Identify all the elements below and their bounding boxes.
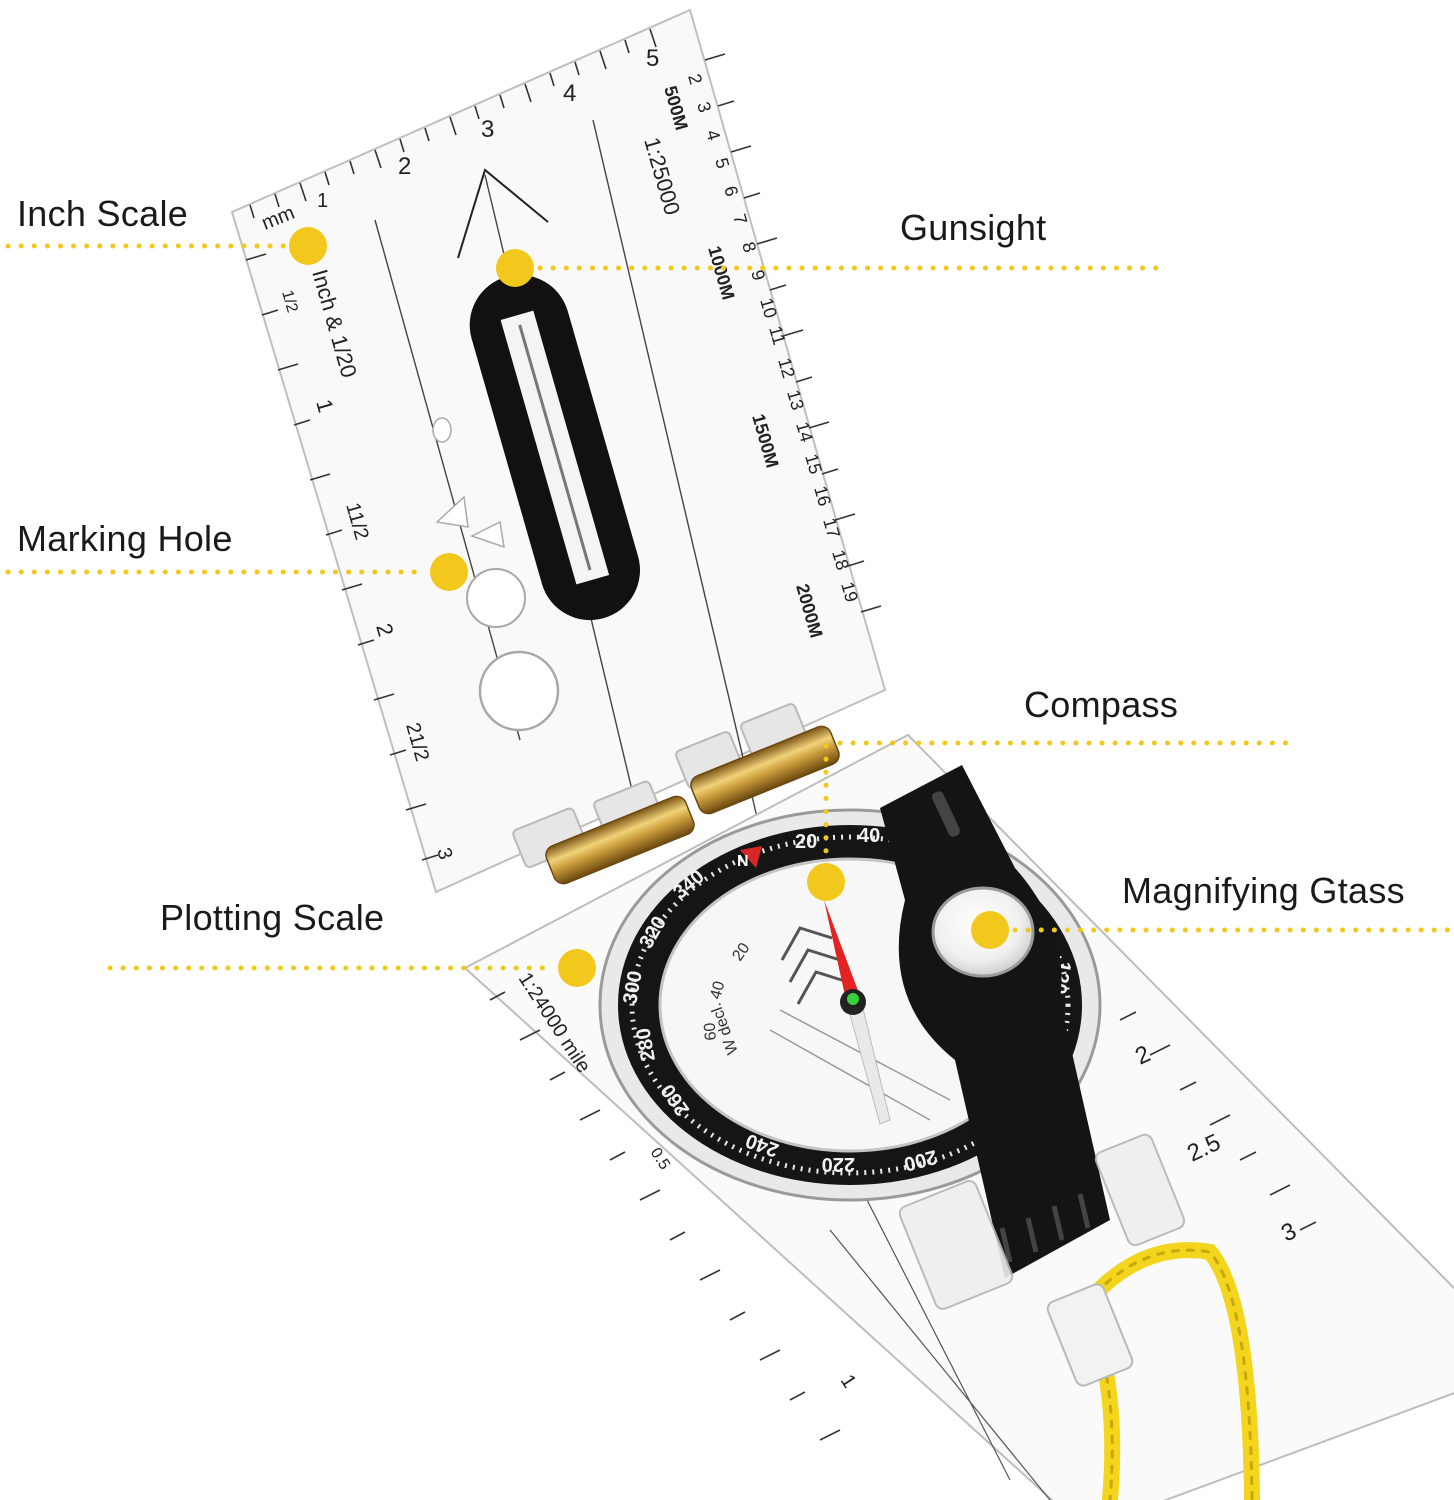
inner-number: 60: [701, 1022, 719, 1041]
inch-tick-half: 1/2: [278, 288, 301, 314]
cm-tick-2: 2: [398, 153, 411, 180]
dot-magnifying-glass: [971, 911, 1009, 949]
cm-edge-ticks: [249, 28, 657, 219]
plotting-scale-ticks: [489, 991, 841, 1441]
left-edge-ticks: [245, 253, 439, 861]
scale-mark-1: 1: [836, 1371, 861, 1392]
cm-tick-4: 4: [563, 80, 576, 107]
bezel-number: 20: [795, 831, 817, 853]
bezel-number: 40: [858, 825, 880, 847]
callout-compass: Compass: [1024, 684, 1179, 725]
inner-number: 40: [707, 979, 728, 1001]
dot-compass: [807, 863, 845, 901]
callout-plotting-scale: Plotting Scale: [160, 897, 385, 938]
callout-inch-scale: Inch Scale: [17, 193, 189, 234]
callout-dots: [289, 227, 1009, 987]
callout-gunsight: Gunsight: [900, 207, 1047, 248]
side-number: 11: [765, 324, 789, 347]
dot-plotting-scale: [558, 949, 596, 987]
base-right-ticks: [1119, 1011, 1317, 1231]
arm-grip: [999, 1193, 1091, 1263]
lid-plate: mm 1 2 3 4 5 Inch & 1/20 1/2 1 11/2 2 21…: [230, 8, 887, 894]
compass-needle: [824, 900, 891, 1125]
right-edge-ticks: [704, 53, 882, 613]
cm-tick-3: 3: [481, 116, 494, 143]
gunsight-slot: [469, 274, 641, 621]
marking-holes: [432, 417, 560, 732]
callout-lines: [5, 243, 1454, 971]
dot-inch-scale: [289, 227, 327, 265]
cm-tick-1: 1: [317, 190, 328, 212]
dot-marking-hole: [430, 553, 468, 591]
bezel-number: 220: [822, 1153, 855, 1175]
dot-gunsight: [496, 249, 534, 287]
cm-tick-5: 5: [646, 45, 659, 72]
callout-marking-hole: Marking Hole: [17, 518, 233, 559]
bezel-north: N: [737, 853, 749, 870]
hinge: [512, 703, 840, 885]
orienting-chevrons: [780, 926, 849, 1005]
base-clip: [898, 1133, 1186, 1310]
callout-magnifying-glass: Magnifying Gtass: [1122, 870, 1405, 911]
cord-anchor: [1046, 1283, 1134, 1387]
